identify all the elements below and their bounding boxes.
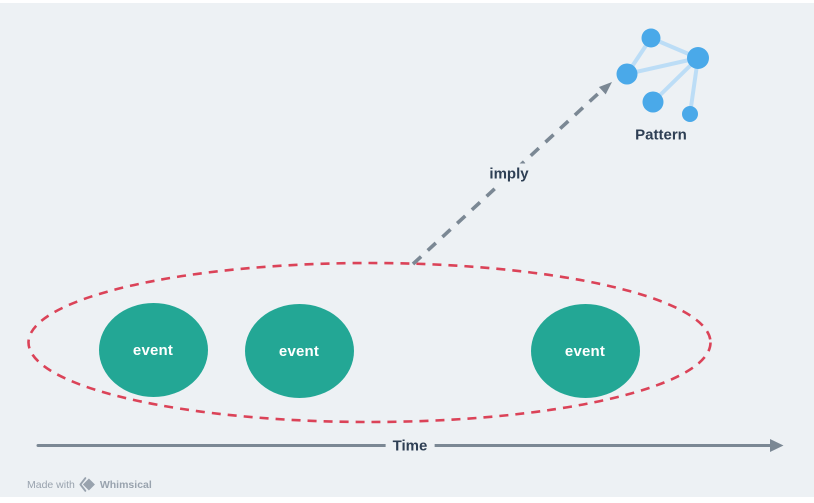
watermark-brand-text: Whimsical <box>99 478 152 491</box>
event-node-3[interactable]: event <box>530 304 640 398</box>
pattern-cluster[interactable] <box>616 28 710 123</box>
imply-arrowhead <box>598 82 612 95</box>
event-node-1[interactable]: event <box>98 303 208 397</box>
pattern-node[interactable] <box>642 91 664 113</box>
bottom-edge-strip <box>0 497 814 503</box>
event-node-label: event <box>564 342 606 360</box>
pattern-label: Pattern <box>635 126 687 144</box>
pattern-edge <box>626 56 699 76</box>
pattern-node[interactable] <box>641 28 661 48</box>
pattern-node[interactable] <box>687 47 709 69</box>
time-label: Time <box>385 435 435 457</box>
watermark-made-with-text: Made with <box>27 478 75 491</box>
event-node-label: event <box>132 341 174 359</box>
pattern-node[interactable] <box>682 106 698 122</box>
top-edge-strip <box>0 0 814 3</box>
pattern-node[interactable] <box>616 63 638 85</box>
imply-label: imply <box>482 163 536 185</box>
whimsical-watermark-link[interactable]: Made with Whimsical <box>27 476 152 493</box>
event-node-label: event <box>278 342 320 360</box>
time-axis-arrowhead <box>770 439 784 452</box>
event-node-2[interactable]: event <box>244 304 354 398</box>
event-group-dashed-ellipse <box>27 261 712 424</box>
whimsical-diamond-icon <box>79 476 96 493</box>
